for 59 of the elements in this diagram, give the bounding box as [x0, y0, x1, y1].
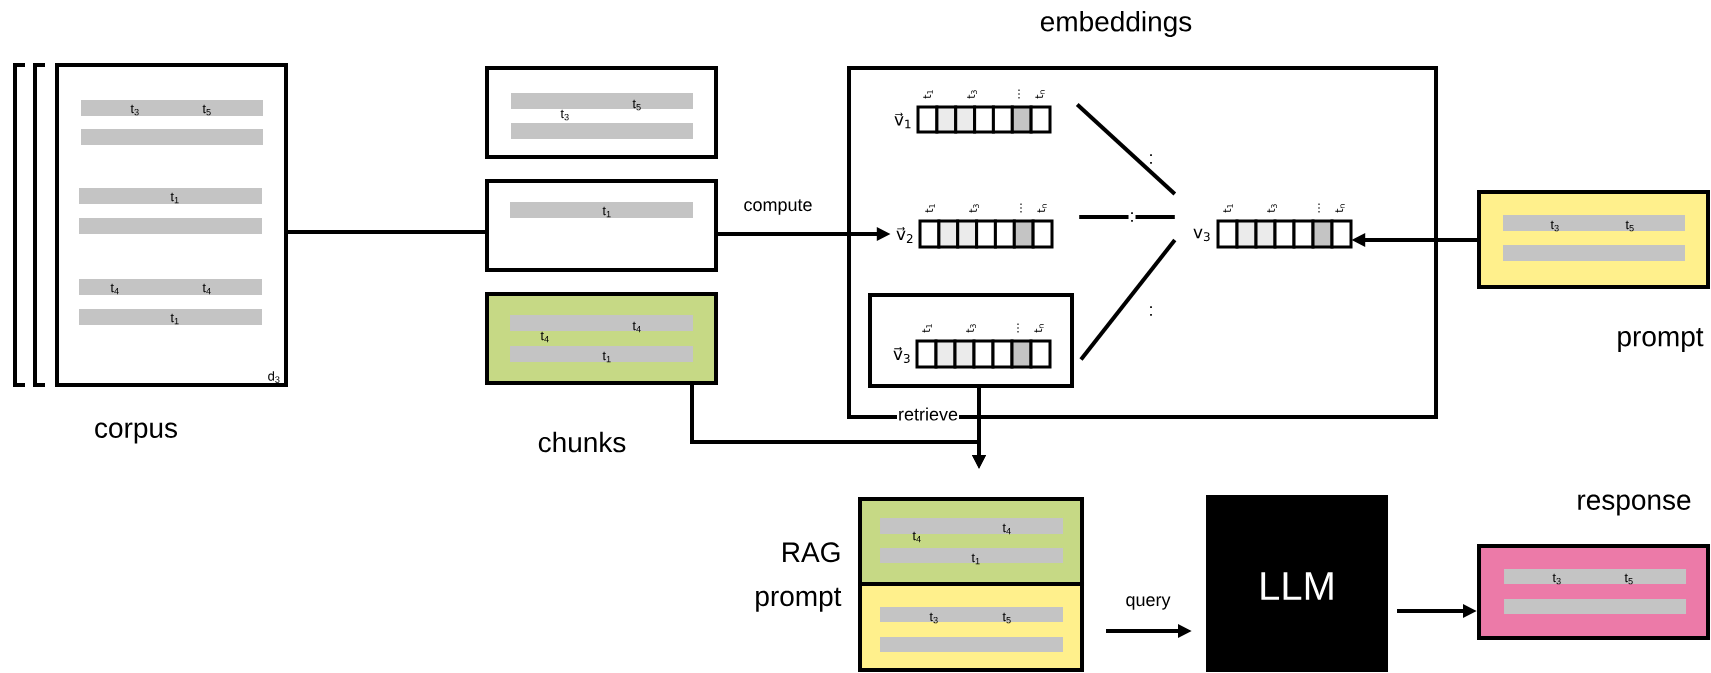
column-label: t$_{1}$ [925, 204, 935, 213]
token-label: t$_{4}$ [540, 331, 549, 343]
column-label: t$_{n}$ [1035, 90, 1045, 99]
token-label: t$_{3}$ [130, 104, 139, 116]
token-label: t$_{1}$ [602, 206, 611, 218]
token-label: t$_{4}$ [1002, 523, 1011, 535]
token-label: t$_{5}$ [632, 99, 641, 111]
column-label: t$_{1}$ [923, 90, 933, 99]
connector-line [288, 230, 485, 234]
token-label: d$_{3}$ [268, 371, 280, 383]
token-label: t$_{1}$ [170, 192, 179, 204]
edge-label: : [1147, 153, 1155, 165]
connector-line [1079, 238, 1177, 361]
edge-label: compute [742, 198, 814, 216]
token-label: t$_{1}$ [170, 313, 179, 325]
token-label: t$_{5}$ [202, 104, 211, 116]
edge-label: : [1128, 211, 1136, 223]
connector-line [1079, 215, 1175, 219]
column-label: t$_{n}$ [1034, 324, 1044, 333]
caption: corpus [95, 422, 177, 444]
token-label: t$_{3}$ [929, 612, 938, 624]
token-label: t$_{5}$ [1624, 573, 1633, 585]
token-label: t$_{3}$ [1550, 220, 1559, 232]
column-label: ⋮ [1018, 89, 1020, 99]
token-label: t$_{5}$ [1002, 612, 1011, 624]
heading: response [1578, 494, 1691, 516]
caption: RAG prompt [756, 542, 842, 612]
node-label: prompt [1618, 328, 1704, 352]
column-label: ⋮ [1017, 323, 1019, 333]
token-label: t$_{4}$ [202, 283, 211, 295]
vector-label: v⃗$_{3}$ [893, 347, 910, 363]
column-label: ⋮ [1020, 203, 1022, 213]
column-label: t$_{3}$ [967, 90, 977, 99]
token-label: t$_{3}$ [560, 109, 569, 121]
edge-label: retrieve [897, 406, 959, 422]
column-label: ⋮ [1318, 203, 1320, 213]
column-label: t$_{3}$ [1267, 204, 1277, 213]
edge-label: : [1147, 305, 1155, 317]
column-label: t$_{3}$ [969, 204, 979, 213]
token-label: t$_{1}$ [602, 351, 611, 363]
model-name: LLM [1261, 572, 1333, 600]
vector-label: v⃗$_{1}$ [894, 112, 911, 129]
heading: embeddings [1040, 10, 1192, 38]
token-label: t$_{4}$ [912, 531, 921, 543]
connector-line [1075, 103, 1177, 196]
column-label: t$_{n}$ [1037, 204, 1047, 213]
token-label: t$_{4}$ [110, 283, 119, 295]
vector-label: v⃗$_{2}$ [896, 227, 913, 243]
token-label: t$_{4}$ [632, 321, 641, 333]
column-label: t$_{3}$ [966, 324, 976, 333]
token-label: t$_{1}$ [971, 553, 980, 565]
column-label: t$_{1}$ [922, 324, 932, 333]
token-label: t$_{5}$ [1625, 220, 1634, 232]
token-label: t$_{3}$ [1552, 573, 1561, 585]
caption: chunks [538, 431, 626, 453]
column-label: t$_{n}$ [1335, 204, 1345, 213]
edge-label: query [1124, 595, 1172, 611]
column-label: t$_{1}$ [1223, 204, 1233, 213]
vector-label: v$_{3}$ [1193, 228, 1210, 242]
